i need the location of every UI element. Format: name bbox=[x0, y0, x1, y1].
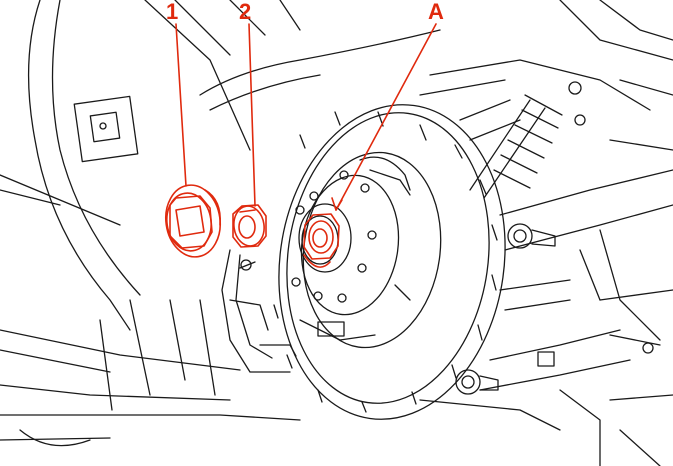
callout-label-2: 2 bbox=[239, 0, 252, 24]
callout-label-a: A bbox=[428, 0, 444, 24]
lower-body bbox=[0, 299, 301, 447]
item-a-axle-nut bbox=[303, 213, 340, 268]
brake-shoe-hardware bbox=[299, 156, 411, 341]
item-2-hub-nut bbox=[232, 204, 267, 248]
suspension-strut bbox=[419, 59, 651, 199]
caliper-carrier bbox=[221, 249, 297, 373]
wheel-studs bbox=[291, 170, 377, 303]
brake-disc bbox=[273, 104, 506, 420]
splash-shield bbox=[0, 0, 441, 331]
subframe bbox=[419, 0, 673, 466]
callout-label-1: 1 bbox=[166, 0, 179, 24]
control-arm bbox=[455, 169, 673, 395]
background-linkage bbox=[459, 99, 571, 311]
leader-lines bbox=[175, 23, 437, 211]
item-1-hub-cap bbox=[164, 184, 222, 258]
